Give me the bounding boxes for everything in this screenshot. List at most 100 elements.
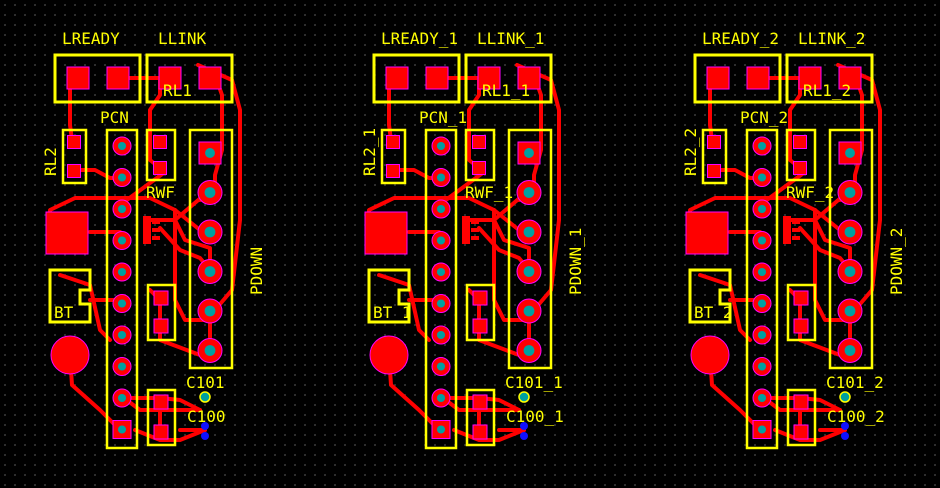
drill-hole — [757, 393, 767, 403]
lready-pad-1 — [706, 66, 730, 90]
drill-hole — [436, 330, 446, 340]
copper-trace — [813, 208, 852, 347]
llink-label: LLINK_2 — [798, 29, 865, 48]
drill-hole — [757, 299, 767, 308]
rwf-label: RWF_1 — [465, 183, 513, 202]
lready-outline — [53, 53, 142, 104]
rl2-pad-1 — [67, 135, 81, 149]
ic-pin — [792, 228, 800, 232]
pcn-label: PCN — [100, 108, 129, 127]
rl2-pad-1 — [707, 135, 721, 149]
copper-trace — [788, 218, 852, 270]
drill-hole — [436, 393, 446, 403]
drill-hole — [757, 204, 767, 214]
pcn-label: PCN_2 — [740, 108, 788, 127]
copper-trace — [58, 273, 112, 342]
drill-hole — [436, 299, 446, 308]
copper-trace — [377, 273, 431, 342]
via-bottom — [201, 432, 209, 440]
copper-trace — [836, 63, 882, 312]
drill-hole — [844, 345, 856, 356]
bt-label: BT_2 — [694, 303, 733, 322]
copper-trace — [492, 208, 531, 347]
large-smd-pad — [45, 211, 89, 255]
drill-hole — [757, 425, 767, 434]
rwf-outline — [464, 128, 496, 182]
rl2-outline — [61, 128, 88, 185]
drill-hole — [204, 226, 216, 238]
cap-pad — [472, 394, 488, 410]
llink-label: LLINK_1 — [477, 29, 544, 48]
cap-outline-1 — [786, 283, 817, 342]
drill-hole — [757, 173, 767, 182]
llink-pad-1 — [477, 66, 501, 90]
lready-label: LREADY_2 — [702, 29, 779, 48]
llink-pad-2 — [838, 66, 862, 90]
drill-hole — [204, 345, 216, 356]
drill-hole — [757, 330, 767, 340]
pdown-label: PDOWN_2 — [887, 228, 906, 295]
llink-pad-2 — [198, 66, 222, 90]
drill-hole — [117, 393, 127, 403]
copper-trace — [196, 63, 242, 312]
drill-hole — [117, 236, 127, 245]
rwf-label: RWF — [146, 183, 175, 202]
bt-outline — [688, 268, 732, 324]
drill-hole — [523, 266, 535, 277]
pdown-label: PDOWN_1 — [566, 228, 585, 295]
bt-outline — [367, 268, 411, 324]
drill-hole — [117, 267, 127, 277]
drill-hole — [436, 425, 446, 434]
drill-hole — [844, 266, 856, 277]
rl2-pad-2 — [67, 164, 81, 178]
pcn-outline — [745, 128, 779, 450]
via-bottom — [520, 422, 528, 430]
cap-pad — [472, 318, 488, 334]
llink-outline — [464, 53, 553, 104]
ic-pin — [152, 228, 160, 232]
lready-pad-1 — [66, 66, 90, 90]
pdown-outline — [507, 128, 553, 370]
battery-pad — [50, 335, 90, 375]
rl1-label: RL1 — [163, 81, 192, 100]
rl2-pad-2 — [707, 164, 721, 178]
c100-label: C100 — [187, 407, 226, 426]
drill-hole — [117, 173, 127, 182]
cap-pad — [472, 424, 488, 440]
copper-trace — [515, 63, 561, 312]
drill-hole — [524, 148, 534, 158]
battery-pad — [369, 335, 409, 375]
cap-pad — [472, 290, 488, 306]
pcn-label: PCN_1 — [419, 108, 467, 127]
drill-hole — [117, 141, 127, 151]
copper-trace — [467, 218, 531, 270]
cap-pad — [153, 394, 169, 410]
c100-label: C100_2 — [827, 407, 885, 426]
llink-label: LLINK — [158, 29, 207, 48]
drill-hole — [523, 305, 535, 317]
llink-outline — [145, 53, 234, 104]
ic-pin — [792, 220, 800, 224]
drill-hole — [436, 362, 446, 371]
ic-body-pad — [462, 216, 470, 244]
rl2-label: RL2 — [41, 147, 60, 176]
bt-label: BT — [54, 303, 74, 322]
ic-pin — [792, 236, 800, 240]
cap-outline-2 — [146, 388, 177, 447]
drill-hole — [436, 204, 446, 214]
drill-hole — [844, 187, 856, 198]
drill-hole — [117, 425, 127, 434]
drill-hole — [436, 141, 446, 151]
llink-pad-1 — [798, 66, 822, 90]
drill-hole — [436, 173, 446, 182]
rl1-label: RL1_2 — [803, 81, 851, 100]
drill-hole — [845, 148, 855, 158]
c101-label: C101_1 — [505, 373, 563, 392]
llink-outline — [785, 53, 874, 104]
rwf-pad-1 — [153, 135, 167, 149]
